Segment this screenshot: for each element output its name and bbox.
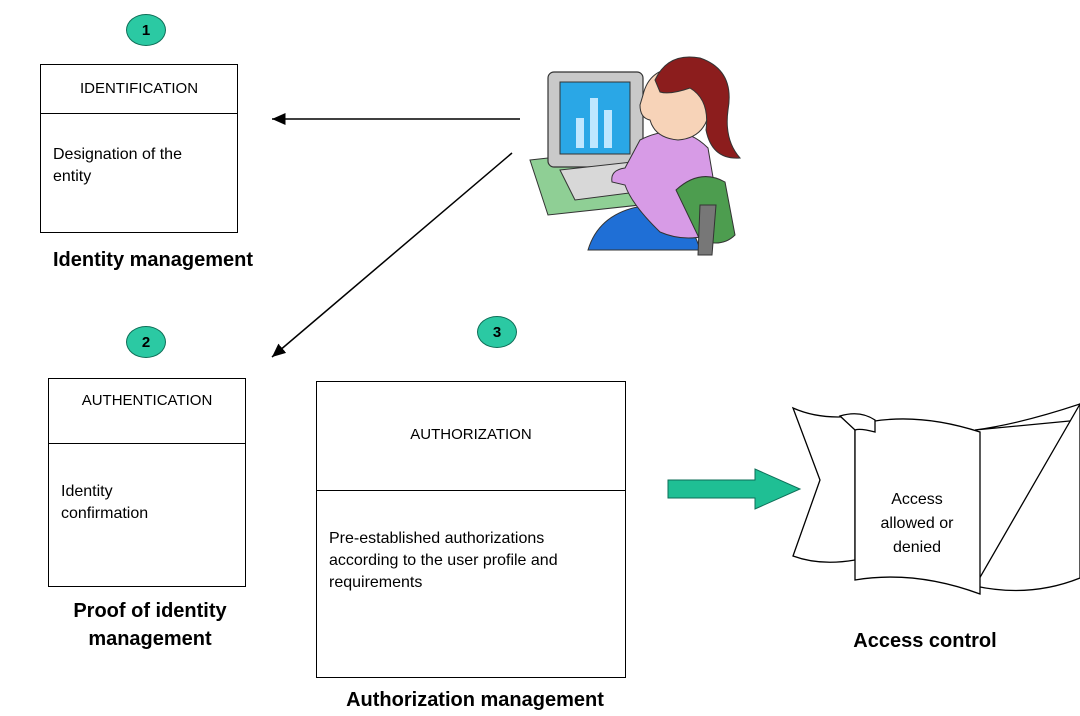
proof-caption-line-2: management (88, 628, 212, 650)
authorization-title: AUTHORIZATION (317, 382, 625, 491)
authentication-body: Identity confirmation (61, 483, 149, 522)
authorization-box: AUTHORIZATION Pre-established authorizat… (316, 381, 626, 678)
step-1-badge: 1 (126, 14, 166, 46)
user-at-computer-icon (529, 56, 742, 256)
authentication-title: AUTHENTICATION (49, 379, 245, 444)
identification-box: IDENTIFICATION Designation of the entity (40, 64, 238, 233)
arrow-user-to-authentication (271, 152, 513, 358)
authorization-management-caption: Authorization management (346, 689, 604, 711)
step-3-badge: 3 (477, 316, 517, 348)
identification-body: Designation of the entity (53, 146, 182, 185)
access-control-text: Access allowed or denied (880, 491, 954, 556)
authorization-body: Pre-established authorizations according… (329, 530, 558, 591)
access-control-banner (791, 402, 1080, 595)
proof-of-identity-caption: Proof of identity management (10, 597, 290, 653)
step-2-badge: 2 (126, 326, 166, 358)
authentication-box: AUTHENTICATION Identity confirmation (48, 378, 246, 587)
identification-title: IDENTIFICATION (41, 65, 237, 114)
arrow-to-access-control (667, 468, 802, 510)
proof-caption-line-1: Proof of identity (73, 600, 227, 622)
access-control-caption: Access control (853, 630, 997, 652)
identity-management-caption: Identity management (52, 249, 254, 271)
